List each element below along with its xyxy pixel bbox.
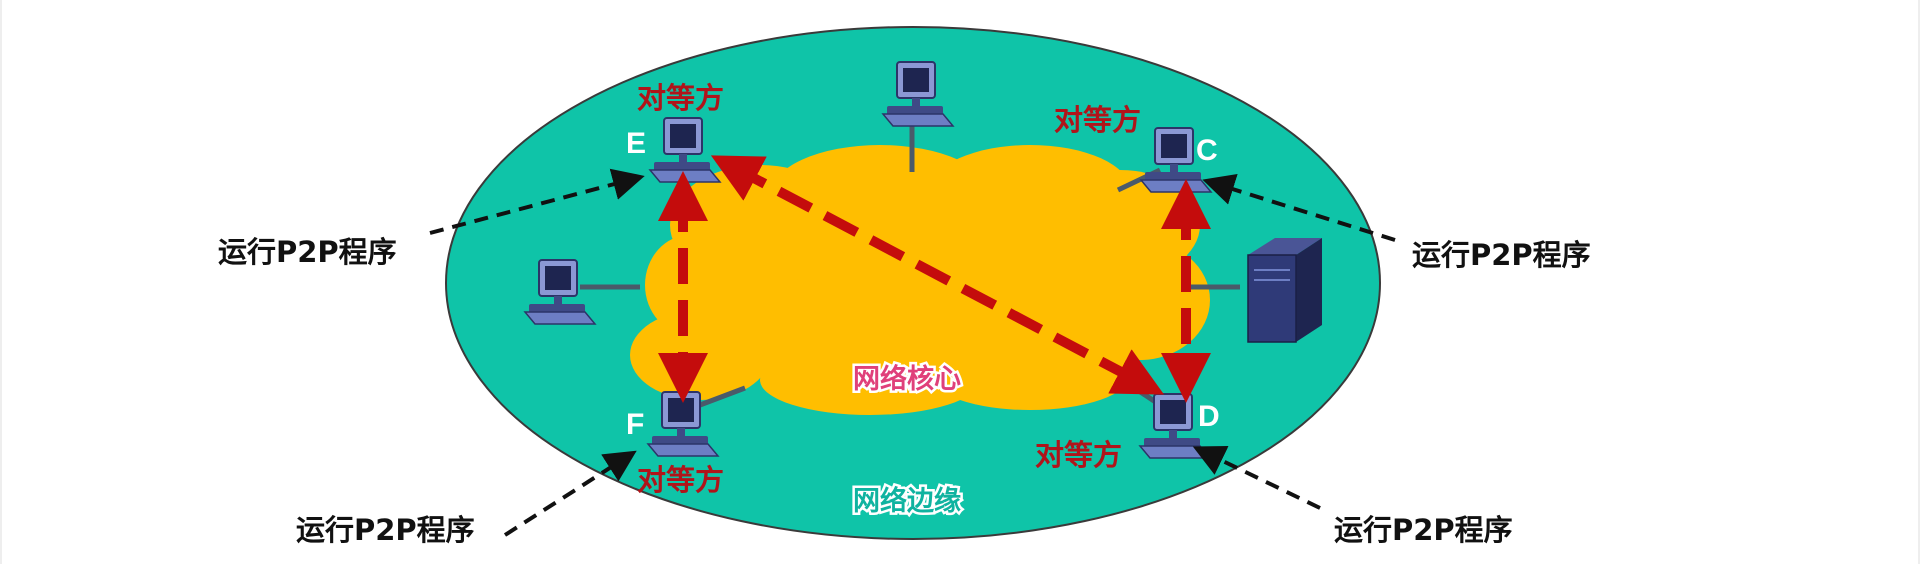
p2p-connections: [658, 155, 1211, 403]
node-label-c: C: [1196, 134, 1218, 167]
peer-label-d: 对等方: [1035, 438, 1122, 472]
peer-label-e: 对等方: [637, 81, 724, 115]
callout-run-p2p-left-top: 运行P2P程序: [218, 235, 397, 269]
server-icon: [1247, 238, 1322, 343]
callout-run-p2p-right-bottom: 运行P2P程序: [1334, 513, 1513, 547]
peer-label-f: 对等方: [637, 463, 724, 497]
callout-lines: [429, 168, 1396, 537]
peer-link-e-d: [710, 155, 1165, 395]
node-label-d: D: [1198, 400, 1220, 433]
right-edge-line: [1918, 0, 1920, 564]
peer-label-c: 对等方: [1054, 103, 1141, 137]
network-core-label: 网络核心: [853, 363, 961, 395]
callout-run-p2p-left-bottom: 运行P2P程序: [296, 513, 475, 547]
left-edge-line: [0, 0, 2, 564]
callout-run-p2p-right-top: 运行P2P程序: [1412, 238, 1591, 272]
node-label-e: E: [626, 127, 646, 160]
network-edge-label: 网络边缘: [853, 485, 961, 517]
node-label-f: F: [626, 408, 644, 441]
